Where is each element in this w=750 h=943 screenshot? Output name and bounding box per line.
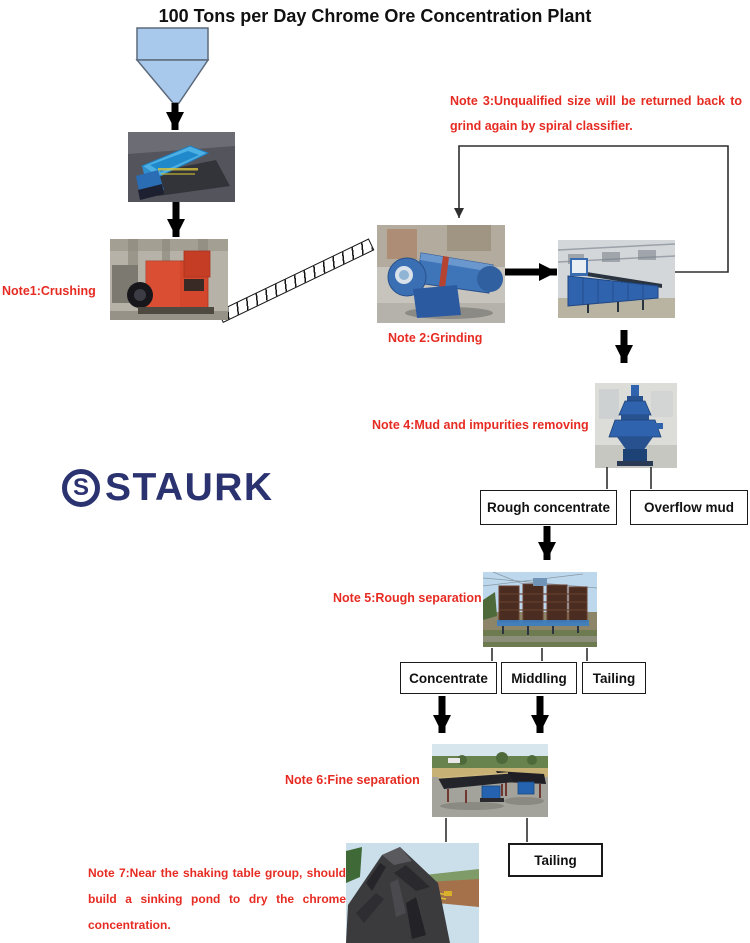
spiral-classifier-photo	[557, 240, 676, 318]
spiral-chute-group-photo	[482, 571, 598, 647]
note3-line1: Note 3:Unqualified size will be returned…	[450, 94, 742, 108]
shaking-table-group-photo	[432, 744, 548, 817]
note6-fine-separation: Note 6:Fine separation	[285, 773, 420, 787]
chrome-concentrate-pile-photo	[346, 843, 479, 943]
box-tailing: Tailing	[582, 662, 646, 694]
logo-text: STAURK	[105, 466, 274, 509]
box-overflow-mud: Overflow mud	[630, 490, 748, 525]
note7-sinking-pond: Note 7:Near the shaking table group, sho…	[88, 860, 346, 938]
box-rough-concentrate: Rough concentrate	[480, 490, 617, 525]
note3-return-loop: Note 3:Unqualified size will be returned…	[450, 89, 742, 139]
conveyor-ladder	[217, 238, 375, 323]
ore-hopper-shape	[130, 26, 220, 106]
ball-mill-photo	[377, 225, 505, 323]
note5-rough-separation: Note 5:Rough separation	[333, 591, 482, 605]
staurk-logo: S STAURK	[62, 468, 274, 507]
logo-s-mark: S	[72, 473, 89, 501]
box-concentrate: Concentrate	[400, 662, 497, 694]
box-tailing-bottom: Tailing	[508, 843, 603, 877]
desliming-machine-photo	[595, 383, 677, 468]
note7-line1: Note 7:Near the shaking table group, sho…	[88, 866, 346, 880]
vibrating-feeder-photo	[128, 132, 235, 202]
page-title: 100 Tons per Day Chrome Ore Concentratio…	[158, 6, 592, 26]
note7-line3: concentration.	[88, 918, 171, 932]
note4-mud-removing: Note 4:Mud and impurities removing	[372, 418, 589, 432]
note7-line2: build a sinking pond to dry the chrome	[88, 892, 346, 906]
logo-s-circle-icon: S	[62, 468, 100, 507]
note3-line2: grind again by spiral classifier.	[450, 119, 633, 133]
note2-grinding: Note 2:Grinding	[388, 331, 483, 345]
crusher-photo	[110, 239, 228, 320]
box-middling: Middling	[501, 662, 577, 694]
note1-crushing: Note1:Crushing	[2, 284, 96, 298]
